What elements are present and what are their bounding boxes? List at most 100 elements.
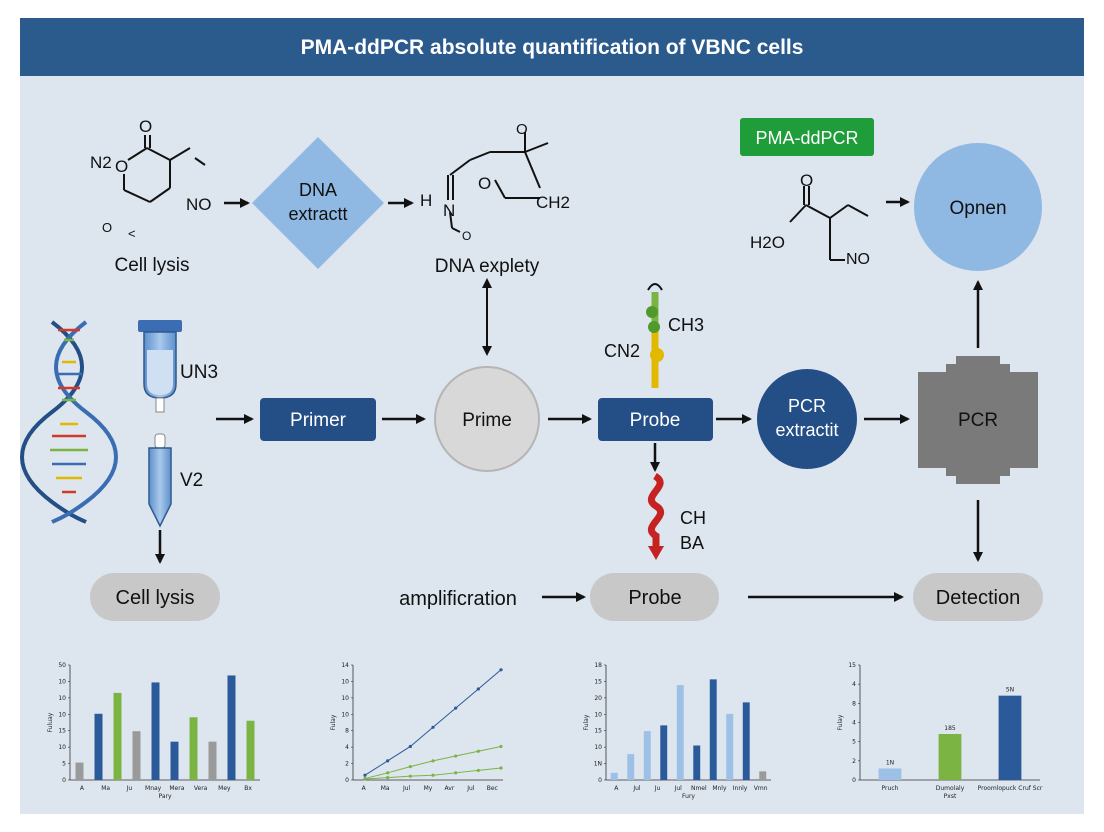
series-point — [431, 759, 435, 763]
molecule-cell-lysis — [123, 135, 206, 203]
series-point — [499, 668, 503, 672]
y-tick-label: 15 — [848, 662, 856, 669]
detection-label: Detection — [936, 587, 1021, 609]
probe-top-left-label: CN2 — [604, 341, 640, 361]
y-tick-label: 10 — [341, 695, 349, 702]
detection-pill — [913, 573, 1043, 621]
x-tick-label: Jul — [402, 785, 411, 792]
series-point — [454, 706, 458, 710]
bar — [643, 731, 651, 780]
bar — [676, 685, 684, 780]
series-point — [431, 773, 435, 777]
dna-extract-diamond — [252, 137, 384, 269]
y-tick-label: 20 — [594, 695, 602, 702]
bar — [998, 695, 1022, 780]
tube-top-label: UN3 — [180, 362, 218, 383]
series-point — [499, 766, 503, 770]
y-tick-label: 4 — [345, 744, 349, 751]
probe-molecule-top-icon — [646, 283, 664, 388]
y-axis-label: Fulay — [330, 714, 337, 730]
series-point — [454, 754, 458, 758]
pcr-circle-line2: extractit — [775, 420, 838, 440]
x-tick-label: A — [362, 785, 367, 792]
tube-top-icon — [138, 320, 182, 413]
y-tick-label: 10 — [341, 711, 349, 718]
mol2-h: H — [420, 191, 432, 210]
x-tick-label: Vmn — [754, 785, 768, 792]
y-tick-label: 10 — [58, 695, 66, 702]
probe-pill-label: Probe — [628, 587, 681, 609]
mol2-top-o: O — [516, 121, 528, 138]
series-point — [454, 771, 458, 775]
prime-circle — [434, 366, 540, 472]
y-tick-label: 10 — [58, 744, 66, 751]
bar — [709, 679, 717, 780]
primer-label: Primer — [290, 410, 347, 431]
pcr-machine-label: PCR — [958, 410, 998, 431]
probe-top-right-label: CH3 — [668, 315, 704, 335]
y-tick-label: 14 — [341, 662, 349, 669]
bar-value-label: 1N — [886, 760, 894, 767]
bar — [610, 772, 618, 780]
x-tick-label: A — [614, 785, 619, 792]
mol1-o: O — [115, 157, 128, 176]
x-tick-label: Mnly — [712, 785, 727, 792]
mol2-caption: DNA explety — [435, 256, 540, 277]
x-tick-label: Mnay — [145, 785, 162, 792]
mol2-o: O — [478, 174, 491, 193]
mol1-caption: Cell lysis — [115, 255, 190, 276]
bar — [878, 768, 902, 780]
y-tick-label: 15 — [594, 678, 602, 685]
bar — [627, 754, 635, 780]
mol1-small-lt: < — [128, 226, 136, 241]
bar — [75, 762, 84, 780]
mol1-small-o: O — [102, 220, 112, 235]
series-point — [408, 774, 412, 778]
x-tick-label: Mera — [169, 785, 184, 792]
y-axis-label: Fuluay — [47, 712, 54, 732]
x-tick-label: Ju — [126, 785, 133, 792]
series-point — [431, 725, 435, 729]
probe-bottom-label-2: BA — [680, 533, 704, 553]
series-point — [499, 744, 503, 749]
amplification-label: amplificration — [399, 588, 517, 610]
badge-label: PMA-ddPCR — [755, 128, 858, 148]
y-tick-label: 0 — [852, 777, 856, 784]
molecule-right — [789, 186, 869, 261]
series-point — [386, 771, 390, 775]
y-tick-label: 18 — [594, 662, 602, 669]
bar — [170, 741, 179, 780]
mol1-no: NO — [186, 195, 212, 214]
x-axis-label: Pary — [158, 793, 171, 800]
probe-bottom-label-1: CH — [680, 508, 706, 528]
dna-helix-icon — [20, 320, 118, 524]
tube-bottom-icon — [148, 433, 172, 528]
bar — [227, 675, 236, 780]
x-tick-label: Proomlopuck Cruf Scr — [978, 785, 1043, 792]
diamond-label-line1: DNA — [299, 180, 337, 200]
bar — [726, 713, 734, 780]
cell-lysis-label: Cell lysis — [116, 587, 195, 609]
pma-ddpcr-badge — [740, 118, 874, 156]
x-tick-label: Pruch — [882, 785, 899, 792]
probe-pill — [590, 573, 719, 621]
x-tick-label: Nmel — [691, 785, 707, 792]
prime-label: Prime — [462, 410, 512, 431]
bar — [151, 682, 160, 780]
y-tick-label: 5 — [852, 739, 856, 746]
x-tick-label: Mey — [218, 785, 231, 792]
bar — [742, 702, 750, 780]
pcr-machine-icon — [918, 356, 1038, 484]
y-tick-label: 1N — [594, 761, 602, 768]
page-title: PMA-ddPCR absolute quantification of VBN… — [301, 36, 804, 59]
y-tick-label: 4 — [852, 681, 856, 688]
series-point — [363, 773, 367, 777]
opnen-circle — [914, 143, 1042, 271]
y-tick-label: 10 — [341, 678, 349, 685]
series-point — [476, 768, 480, 773]
mol2-small-o: O — [462, 229, 471, 243]
x-tick-label: Bec — [487, 785, 498, 792]
